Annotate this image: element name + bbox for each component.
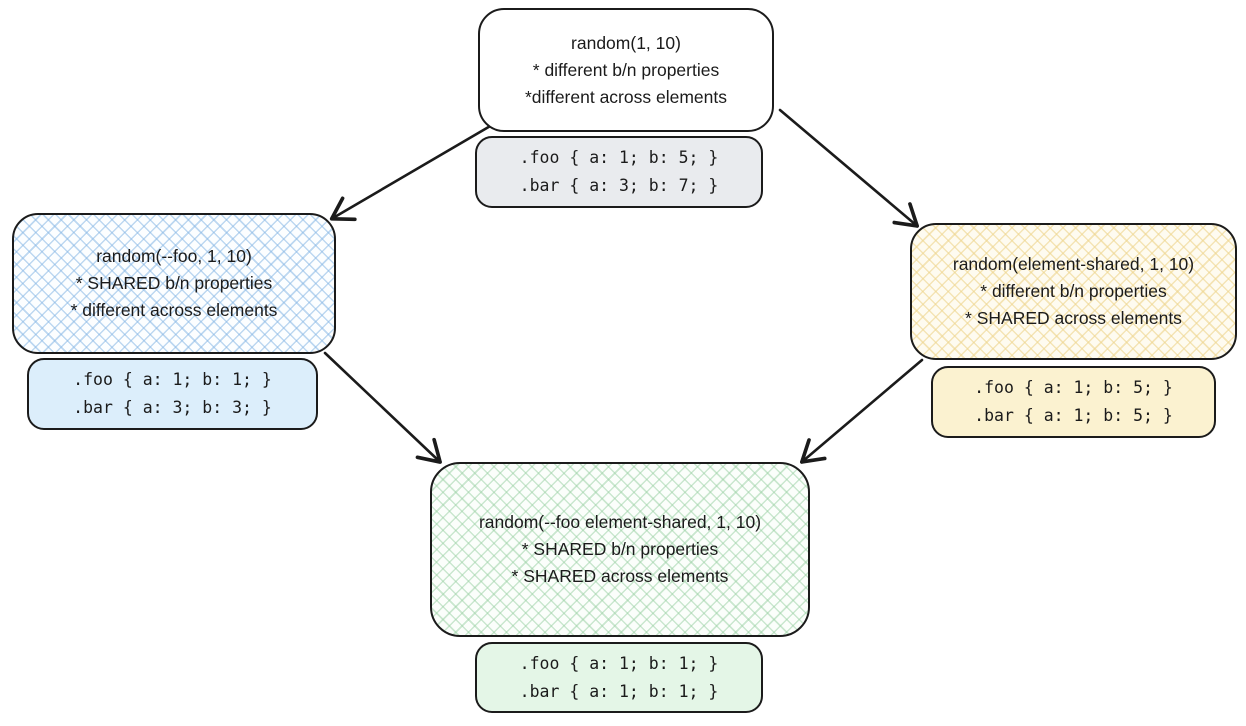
arrow-right-to-bottom [800, 358, 924, 464]
node-bullet: * different across elements [70, 300, 278, 320]
node-title: random(1, 10) [571, 32, 681, 53]
node-title: random(element-shared, 1, 10) [952, 254, 1195, 274]
node-bullet: * SHARED across elements [965, 308, 1182, 328]
node-random-element-shared: random(element-shared, 1, 10) * differen… [910, 223, 1237, 360]
node-title: random(--foo, 1, 10) [96, 246, 252, 266]
node-random-plain: random(1, 10) * different b/n properties… [478, 8, 774, 132]
node-bullet: * SHARED b/n properties [521, 539, 719, 559]
codebox-random-foo: .foo { a: 1; b: 1; } .bar { a: 3; b: 3; … [27, 358, 318, 430]
code-line: .bar { a: 1; b: 1; } [519, 681, 719, 701]
code-line: .foo { a: 1; b: 5; } [974, 378, 1173, 397]
node-bullet: *different across elements [524, 86, 727, 107]
node-bullet: * different b/n properties [532, 59, 720, 80]
codebox-random-element-shared: .foo { a: 1; b: 5; } .bar { a: 1; b: 5; … [931, 366, 1216, 438]
arrow-top-to-right [778, 108, 919, 228]
node-title: random(--foo element-shared, 1, 10) [478, 512, 762, 532]
code-line: .foo { a: 1; b: 1; } [73, 370, 272, 389]
node-random-foo: random(--foo, 1, 10) * SHARED b/n proper… [12, 213, 336, 354]
codebox-random-plain: .foo { a: 1; b: 5; } .bar { a: 3; b: 7; … [475, 136, 763, 208]
code-line: .bar { a: 3; b: 7; } [519, 176, 719, 195]
codebox-random-foo-element-shared: .foo { a: 1; b: 1; } .bar { a: 1; b: 1; … [475, 642, 763, 713]
code-line: .bar { a: 3; b: 3; } [73, 398, 272, 417]
arrow-left-to-bottom [323, 351, 442, 464]
node-random-foo-element-shared: random(--foo element-shared, 1, 10) * SH… [430, 462, 810, 637]
code-line: .foo { a: 1; b: 5; } [519, 148, 719, 167]
node-bullet: * SHARED across elements [511, 566, 729, 586]
arrow-top-to-left [329, 123, 494, 222]
code-line: .foo { a: 1; b: 1; } [519, 653, 719, 673]
code-line: .bar { a: 1; b: 5; } [974, 406, 1173, 425]
node-bullet: * SHARED b/n properties [75, 273, 273, 293]
node-bullet: * different b/n properties [980, 281, 1167, 301]
